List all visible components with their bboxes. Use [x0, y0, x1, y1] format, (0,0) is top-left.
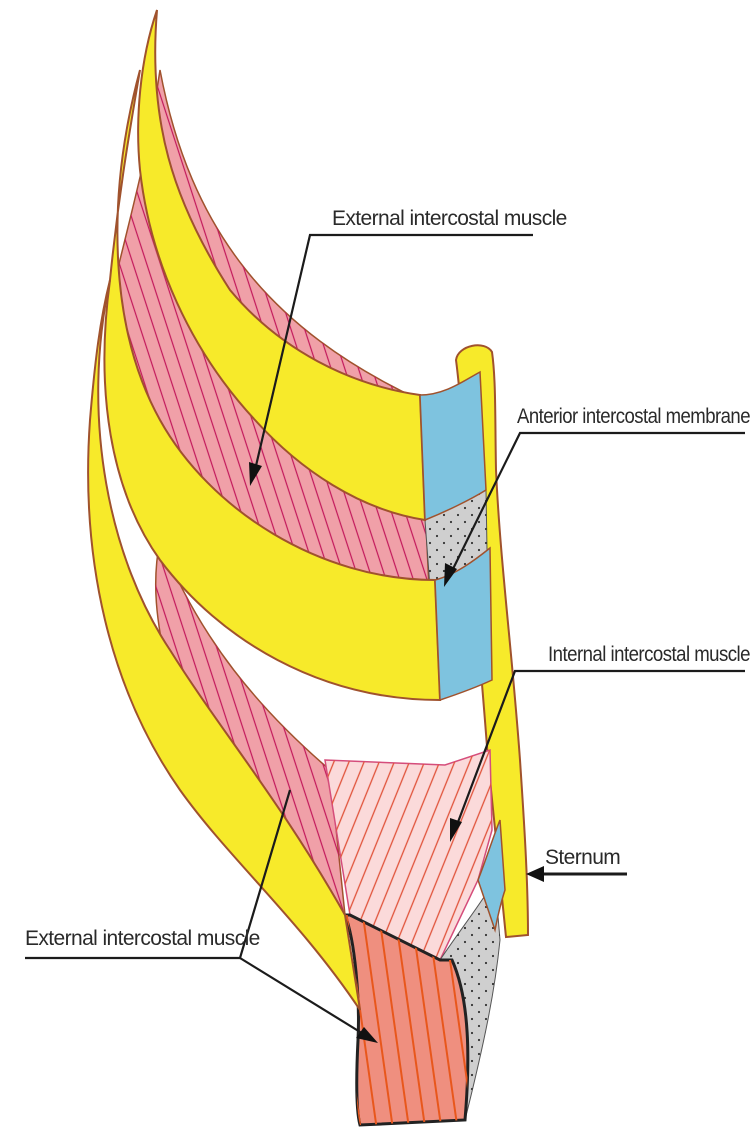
- label-external-intercostal-upper: External intercostal muscle: [332, 207, 567, 230]
- label-external-intercostal-lower: External intercostal muscle: [25, 927, 260, 950]
- arrowhead-sternum: [526, 866, 544, 882]
- label-internal-intercostal: Internal intercostal muscle: [548, 643, 750, 666]
- label-anterior-intercostal-membrane: Anterior intercostal membrane: [517, 405, 750, 428]
- label-sternum: Sternum: [545, 846, 620, 869]
